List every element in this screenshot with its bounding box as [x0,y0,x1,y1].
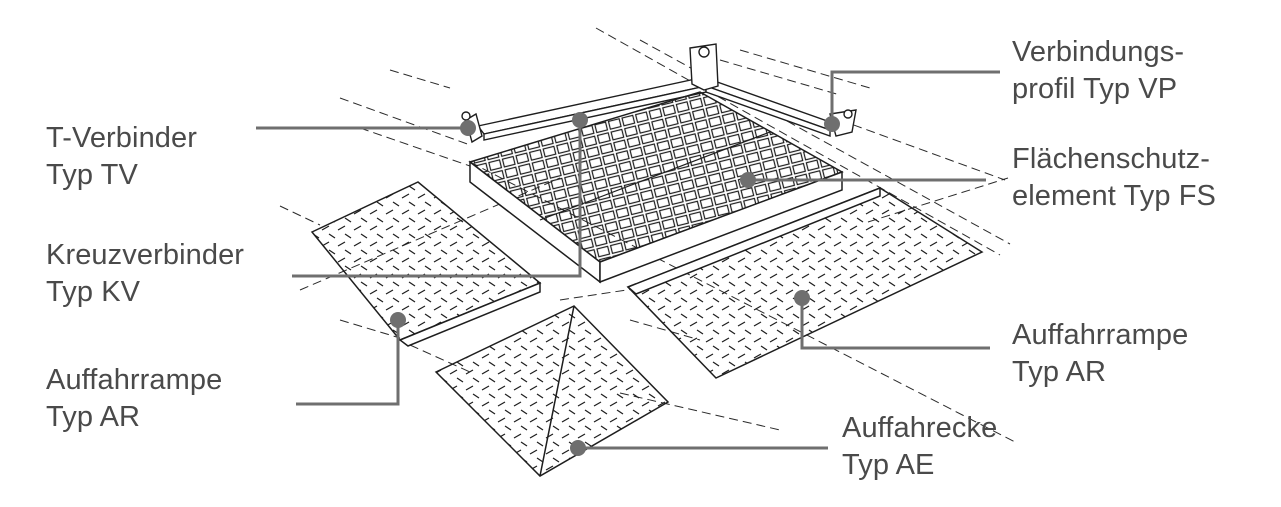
leader-verbindungsprofil [830,70,1000,124]
label-t-verbinder: T-Verbinder Typ TV [46,120,197,194]
label-flaechenschutzelement-line1: Flächenschutz- [1012,143,1211,175]
label-auffahrrampe-right-line2: Typ AR [1012,356,1107,388]
dot-auffahrrampe-right [794,290,810,306]
label-auffahrrampe-right-line1: Auffahrrampe [1012,319,1189,351]
dot-verbindungsprofil [824,116,840,132]
label-verbindungsprofil-line1: Verbindungs- [1012,36,1185,68]
label-auffahrecke-line2: Typ AE [842,449,935,481]
corner-ramp [434,305,670,477]
right-ramp [626,186,984,379]
label-kreuzverbinder-line2: Typ KV [46,276,141,308]
dot-auffahrecke [570,440,586,456]
leader-kreuzverbinder [292,120,582,278]
label-auffahrecke: Auffahrecke Typ AE [842,410,997,484]
label-verbindungsprofil-line2: profil Typ VP [1012,73,1178,105]
label-flaechenschutzelement-line2: element Typ FS [1012,180,1216,212]
dot-flaechenschutz [740,172,756,188]
dot-auffahrrampe-left [390,312,406,328]
label-auffahrecke-line1: Auffahrecke [842,412,998,444]
dot-kreuzverbinder [572,112,588,128]
dot-t-verbinder [460,120,476,136]
left-ramp [310,181,542,347]
leader-auffahrrampe-right [800,298,990,350]
label-verbindungsprofil: Verbindungs- profil Typ VP [1012,34,1184,108]
leader-dots [390,112,840,456]
connection-profiles [461,43,857,144]
label-auffahrrampe-left-line2: Typ AR [46,401,141,433]
label-kreuzverbinder: Kreuzverbinder Typ KV [46,237,244,311]
label-auffahrrampe-left-line1: Auffahrrampe [46,364,223,396]
label-flaechenschutzelement: Flächenschutz- element Typ FS [1012,141,1216,215]
leader-auffahrrampe-left [296,320,400,406]
label-kreuzverbinder-line1: Kreuzverbinder [46,239,245,271]
leader-lines [256,70,1000,450]
label-t-verbinder-line1: T-Verbinder [46,122,198,154]
grate-panel [468,91,844,284]
label-auffahrrampe-right: Auffahrrampe Typ AR [1012,317,1188,391]
label-auffahrrampe-left: Auffahrrampe Typ AR [46,362,222,436]
label-t-verbinder-line2: Typ TV [46,159,138,191]
